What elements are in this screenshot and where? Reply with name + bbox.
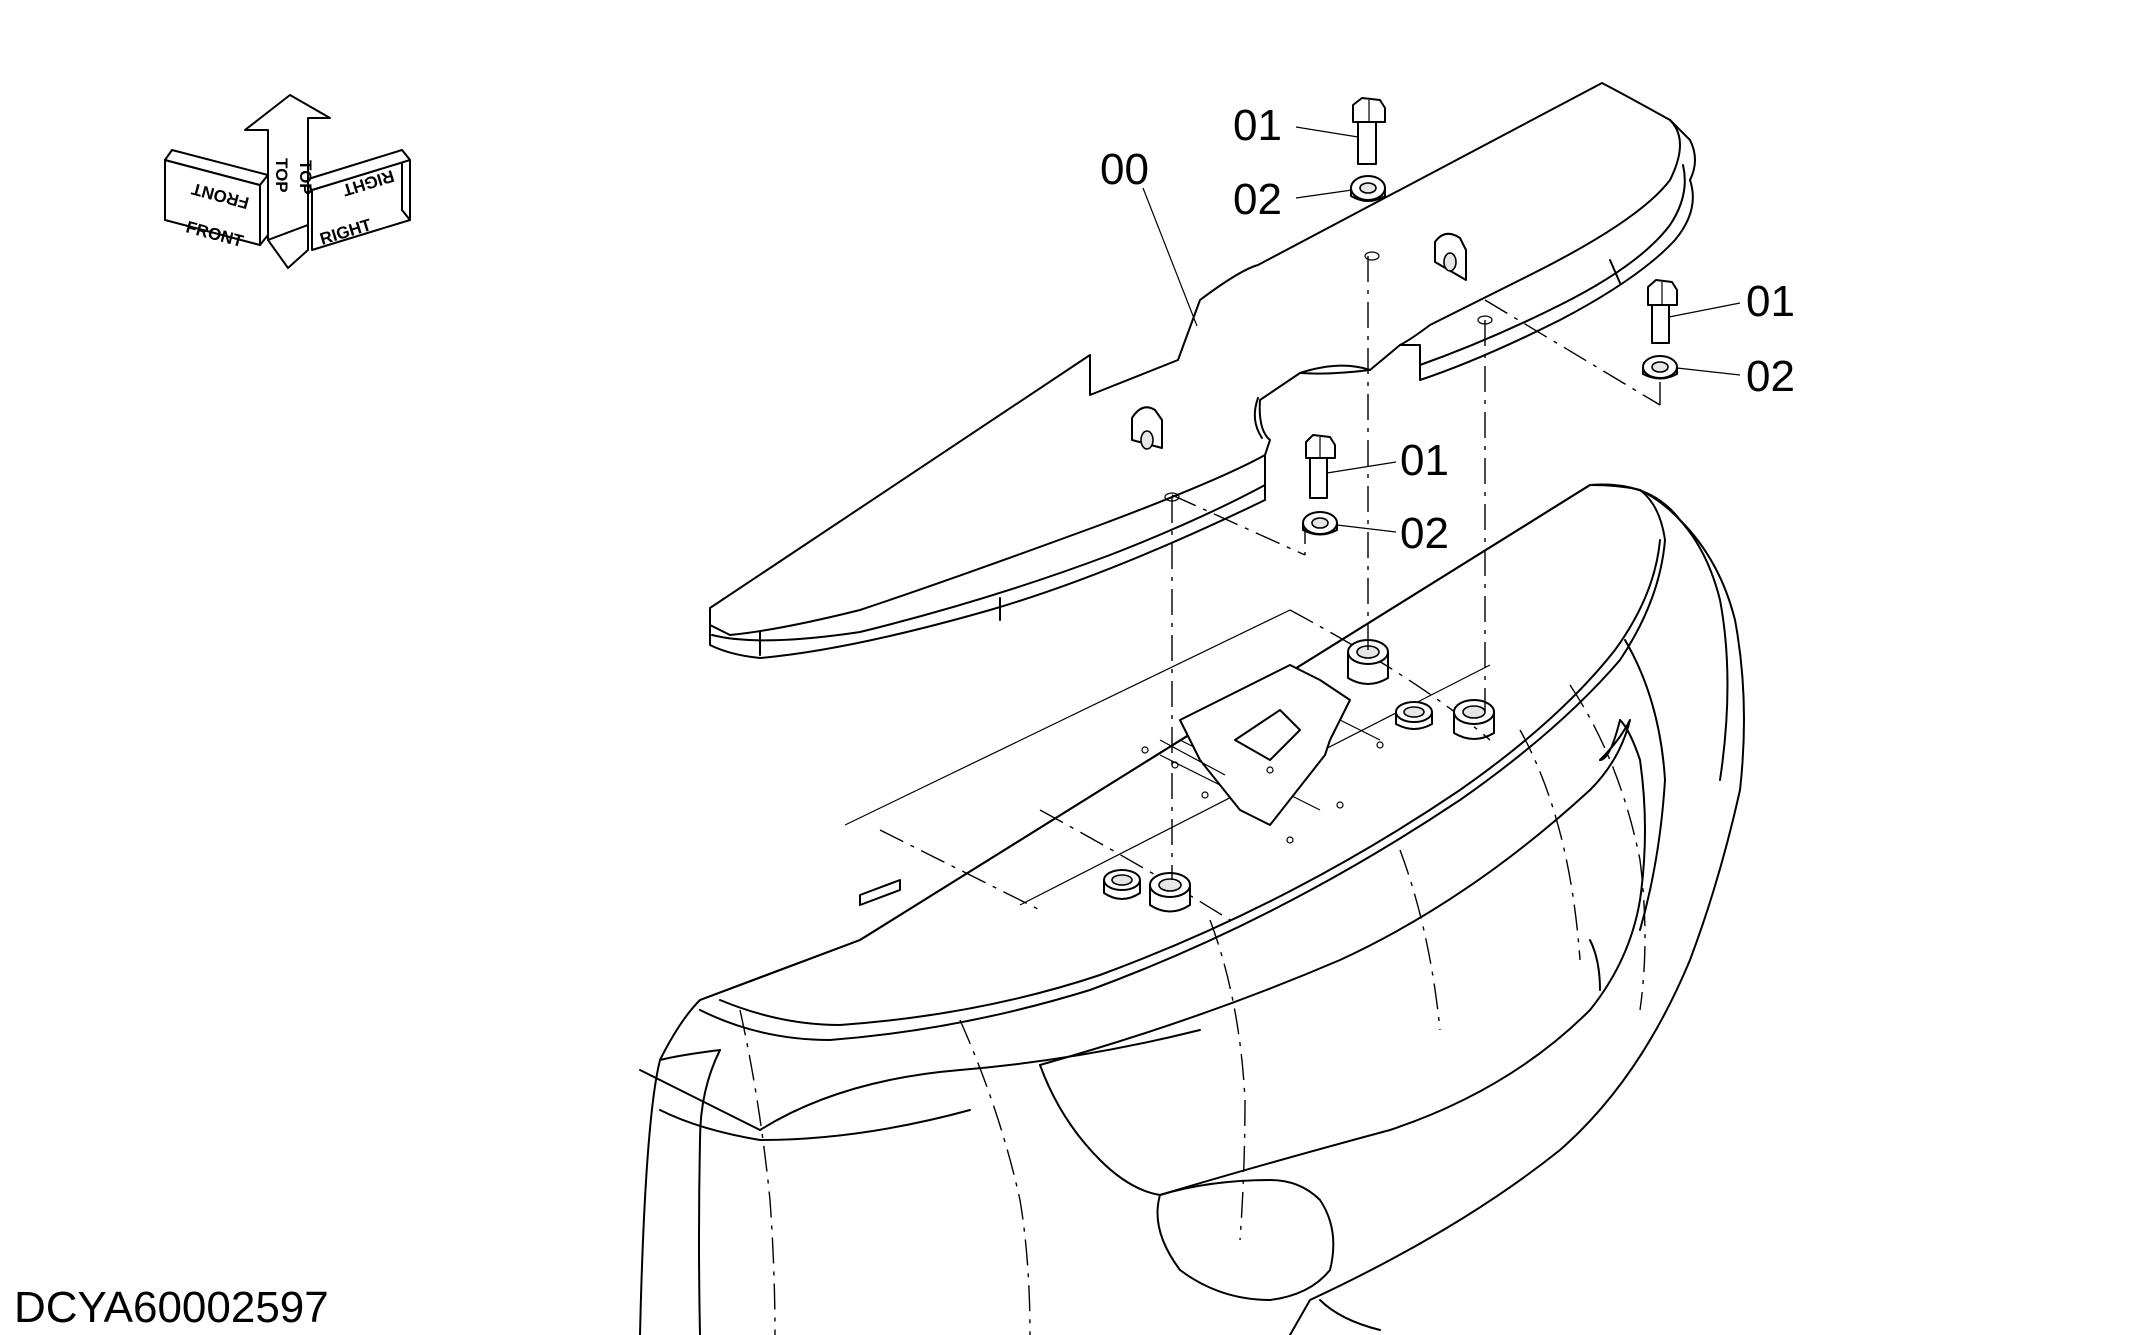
callout-bolt-c: 01 bbox=[1400, 436, 1449, 485]
lug-right bbox=[1434, 232, 1467, 281]
callout-labels: 00 01 02 01 02 01 02 bbox=[1100, 101, 1795, 558]
callout-bolt-a: 01 bbox=[1233, 101, 1282, 150]
washer-b bbox=[1642, 355, 1678, 380]
boss-right-front bbox=[1453, 699, 1495, 740]
callout-washer-a: 02 bbox=[1233, 175, 1282, 224]
bolt-a bbox=[1352, 97, 1386, 165]
orientation-compass: FRONT FRONT TOP TOP RIGHT RIGHT bbox=[164, 94, 411, 269]
boss-center bbox=[1347, 639, 1389, 685]
bolt-c bbox=[1305, 434, 1336, 499]
compass-top-label: TOP bbox=[272, 158, 291, 193]
callout-00: 00 bbox=[1100, 145, 1149, 194]
compass-top-label-right: TOP bbox=[296, 160, 315, 195]
washer-a bbox=[1350, 175, 1386, 202]
callout-bolt-b: 01 bbox=[1746, 277, 1795, 326]
callout-washer-c: 02 bbox=[1400, 509, 1449, 558]
leader-lines bbox=[1142, 126, 1741, 533]
top-arrow-icon bbox=[244, 94, 331, 269]
boss-right-rear bbox=[1395, 701, 1433, 730]
washer-c bbox=[1302, 511, 1338, 536]
bolt-b bbox=[1647, 279, 1678, 344]
boss-left-rear bbox=[1103, 869, 1141, 900]
weight-plate bbox=[709, 82, 1696, 659]
front-arrow-icon bbox=[164, 149, 269, 246]
lug-left bbox=[1131, 406, 1163, 450]
drawing-id: DCYA60002597 bbox=[14, 1283, 329, 1332]
counterweight-body bbox=[639, 483, 1745, 1335]
callout-washer-b: 02 bbox=[1746, 352, 1795, 401]
boss-left-front bbox=[1149, 872, 1191, 913]
